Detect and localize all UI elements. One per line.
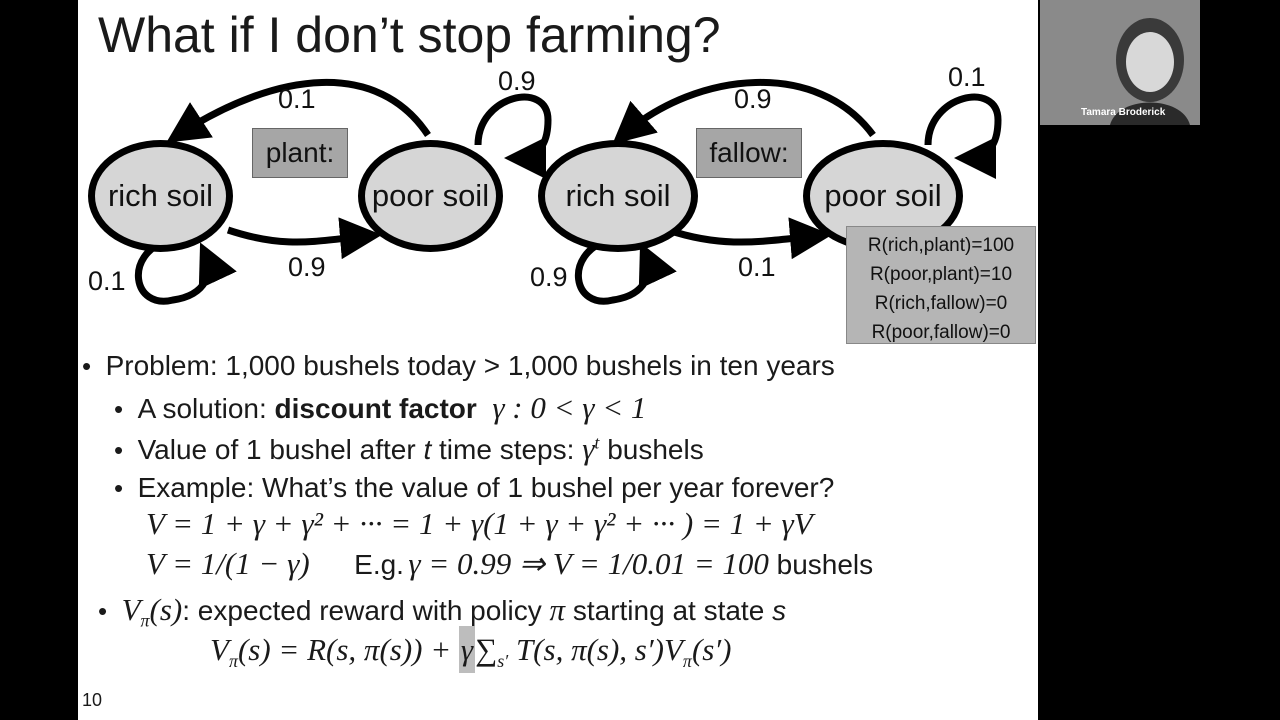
slide-title: What if I don’t stop farming? [98, 7, 721, 63]
plant-state-rich-soil: rich soil [88, 140, 233, 252]
math-expr: (s′) [691, 632, 732, 667]
bullet-solution: • A solution: discount factor γ : 0 < γ … [114, 390, 646, 426]
fallow-action-label: fallow: [696, 128, 802, 178]
bullet-text: A solution: [137, 393, 275, 424]
bullet-value-function: • Vπ(s): expected reward with policy π s… [98, 592, 786, 632]
math-expr: T(s, π(s), s′)V [508, 632, 683, 667]
bullet-dot: • [98, 596, 122, 626]
plant-prob-top: 0.1 [278, 84, 316, 114]
fallow-arrow-poor-to-rich [612, 79, 876, 145]
plant-action-label: plant: [252, 128, 348, 178]
reward-line: R(poor,plant)=10 [869, 264, 1013, 285]
fallow-prob-bottom: 0.1 [738, 252, 776, 282]
bullet-dot: • [82, 351, 106, 381]
plant-loop-rich [134, 236, 237, 305]
bullet-text: bushels [599, 434, 704, 465]
bullet-text: : expected reward with policy [182, 595, 550, 626]
bullet-problem: • Problem: 1,000 bushels today > 1,000 b… [82, 350, 835, 382]
bullet-text: Problem: 1,000 bushels today > 1,000 bus… [105, 350, 835, 381]
reward-line: R(rich,plant)=100 [867, 235, 1015, 256]
math-expr: γ [582, 431, 595, 466]
reward-table: R(rich,plant)=100 R(poor,plant)=10 R(ric… [846, 226, 1036, 344]
math-expr: γ : 0 < γ < 1 [492, 390, 647, 425]
bullet-example: • Example: What’s the value of 1 bushel … [114, 472, 834, 504]
reward-line: R(poor,fallow)=0 [871, 322, 1011, 343]
equation-series: V = 1 + γ + γ² + ··· = 1 + γ(1 + γ + γ² … [146, 506, 813, 541]
participant-name: Tamara Broderick [1081, 107, 1166, 118]
fallow-prob-top: 0.9 [734, 84, 772, 114]
plant-loop-poor [474, 93, 552, 179]
bullet-text: time steps: [431, 434, 583, 465]
bullet-dot: • [114, 435, 138, 465]
plant-prob-right-loop: 0.9 [498, 66, 536, 96]
bellman-equation: Vπ(s) = R(s, π(s)) + γ∑s′ T(s, π(s), s′)… [210, 626, 732, 673]
math-expr: γ = 0.99 ⇒ V = 1/0.01 = 100 [408, 546, 769, 581]
math-var: t [423, 434, 432, 465]
participant-video-tile[interactable] [1040, 0, 1200, 125]
eg-text: E.g. [354, 549, 404, 580]
math-expr: V = 1/(1 − γ) [146, 546, 310, 581]
math-sub: π [228, 651, 238, 672]
bullet-value: • Value of 1 bushel after t time steps: … [114, 431, 704, 467]
highlighted-gamma: γ [458, 626, 476, 673]
participant-avatar-icon [1040, 0, 1200, 125]
math-sub: π [140, 610, 150, 631]
slide: What if I don’t stop farming? rich soil … [78, 0, 1038, 720]
plant-arrow-rich-to-poor [226, 217, 382, 260]
plant-prob-left-loop: 0.1 [88, 266, 126, 296]
fallow-prob-left-loop: 0.9 [530, 262, 568, 292]
math-var: π [549, 592, 566, 627]
bullet-text: Example: What’s the value of 1 bushel pe… [137, 472, 835, 503]
reward-line: R(rich,fallow)=0 [874, 293, 1008, 314]
bullet-dot: • [114, 473, 138, 503]
fallow-prob-right-loop: 0.1 [948, 62, 986, 92]
math-sub: π [682, 651, 692, 672]
plant-arrow-poor-to-rich [166, 79, 431, 143]
fallow-arrow-rich-to-poor [666, 217, 832, 260]
fallow-loop-poor [924, 93, 1002, 179]
bullet-dot: • [114, 394, 138, 424]
bullet-text: bushels [768, 549, 874, 580]
math-var: V [210, 632, 229, 667]
math-var: V [121, 592, 141, 627]
page-number: 10 [82, 690, 103, 710]
fallow-state-rich-soil: rich soil [538, 140, 698, 252]
bold-term: discount factor [274, 393, 477, 424]
bullet-text: Value of 1 bushel after [137, 434, 424, 465]
plant-prob-bottom: 0.9 [288, 252, 326, 282]
plant-state-poor-soil: poor soil [358, 140, 503, 252]
equation-closed-form: V = 1/(1 − γ) E.g. γ = 0.99 ⇒ V = 1/0.01… [146, 546, 873, 582]
fallow-loop-rich [574, 236, 677, 305]
math-sup: t [594, 432, 600, 453]
bullet-text: starting at state [565, 595, 773, 626]
math-var: s [772, 595, 787, 626]
math-sum: ∑ [475, 632, 498, 667]
math-expr: (s) = R(s, π(s)) + [237, 632, 459, 667]
mdp-diagrams-arrows [134, 79, 1002, 305]
math-expr: (s) [149, 592, 183, 627]
math-sub: s′ [497, 651, 509, 672]
